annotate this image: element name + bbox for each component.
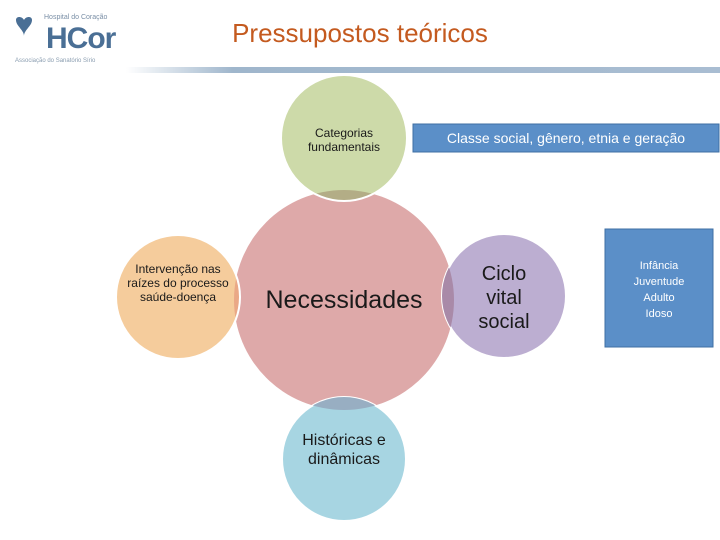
top-circle-label: Categorias fundamentais	[307, 126, 381, 154]
slide-title: Pressupostos teóricos	[232, 18, 488, 48]
left-circle-label: Intervenção nas raízes do processo saúde…	[127, 262, 229, 304]
left-circle	[116, 235, 240, 359]
top-circle	[281, 75, 407, 201]
center-circle-label: Necessidades	[265, 286, 423, 314]
title-divider	[126, 67, 720, 73]
bottom-circle-label: Históricas e dinâmicas	[302, 432, 386, 468]
right-box-line-4: Idoso	[645, 308, 673, 320]
right-box-line-1: Infância	[639, 260, 679, 272]
heart-logo-icon	[16, 17, 32, 36]
center-circle	[234, 190, 454, 410]
logo-hcor-text: HCor	[46, 22, 116, 55]
logo-hospital-text: Hospital do Coração	[44, 14, 108, 21]
right-circle-label: Ciclo vital social	[478, 263, 530, 333]
hcor-logo: Hospital do Coração HCor Associação do S…	[10, 8, 120, 66]
top-box-label: Classe social, gênero, etnia e geração	[446, 130, 686, 146]
right-box-line-2: Juventude	[633, 276, 685, 288]
right-info-box	[604, 228, 714, 348]
top-info-box	[412, 123, 720, 153]
right-box-line-3: Adulto	[643, 292, 675, 304]
logo-association-text: Associação do Sanatório Sírio	[15, 58, 96, 64]
right-box-label: Infância Juventude Adulto Idoso	[605, 258, 713, 322]
